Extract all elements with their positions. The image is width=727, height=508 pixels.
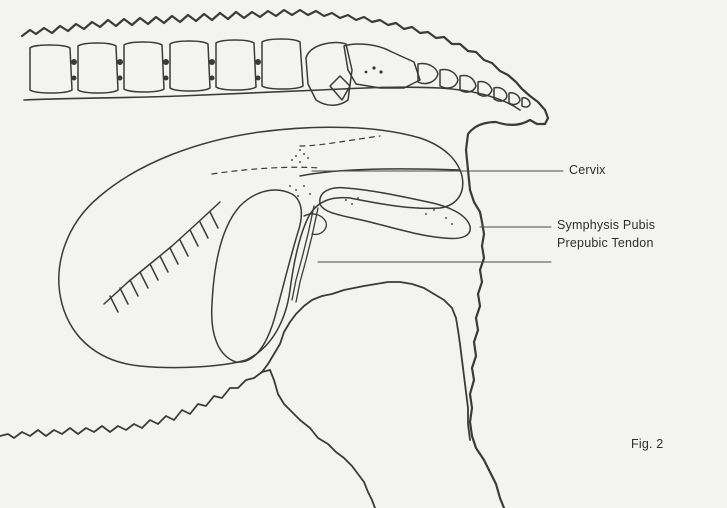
cervix-label: Cervix bbox=[569, 163, 606, 177]
abdomen-outline bbox=[0, 370, 270, 438]
incision-sutures bbox=[104, 202, 220, 312]
spine-lower-edge bbox=[24, 87, 520, 110]
uterine-horn bbox=[212, 190, 302, 362]
vertebrae bbox=[30, 39, 530, 107]
vagina-line bbox=[300, 169, 460, 176]
uterus-outer bbox=[59, 127, 463, 367]
back-contour bbox=[22, 10, 548, 124]
uterus bbox=[59, 127, 470, 367]
figure-number: Fig. 2 bbox=[631, 437, 663, 451]
leader-lines bbox=[312, 171, 563, 262]
rump-outline bbox=[466, 120, 530, 508]
udder-outline bbox=[270, 370, 375, 508]
cervix-tube bbox=[320, 188, 470, 239]
hindleg-front-outline bbox=[262, 282, 470, 440]
symphysis-pubis-label: Symphysis Pubis bbox=[557, 218, 655, 232]
prepubic-tendon-label: Prepubic Tendon bbox=[557, 236, 654, 250]
spine bbox=[22, 10, 548, 124]
